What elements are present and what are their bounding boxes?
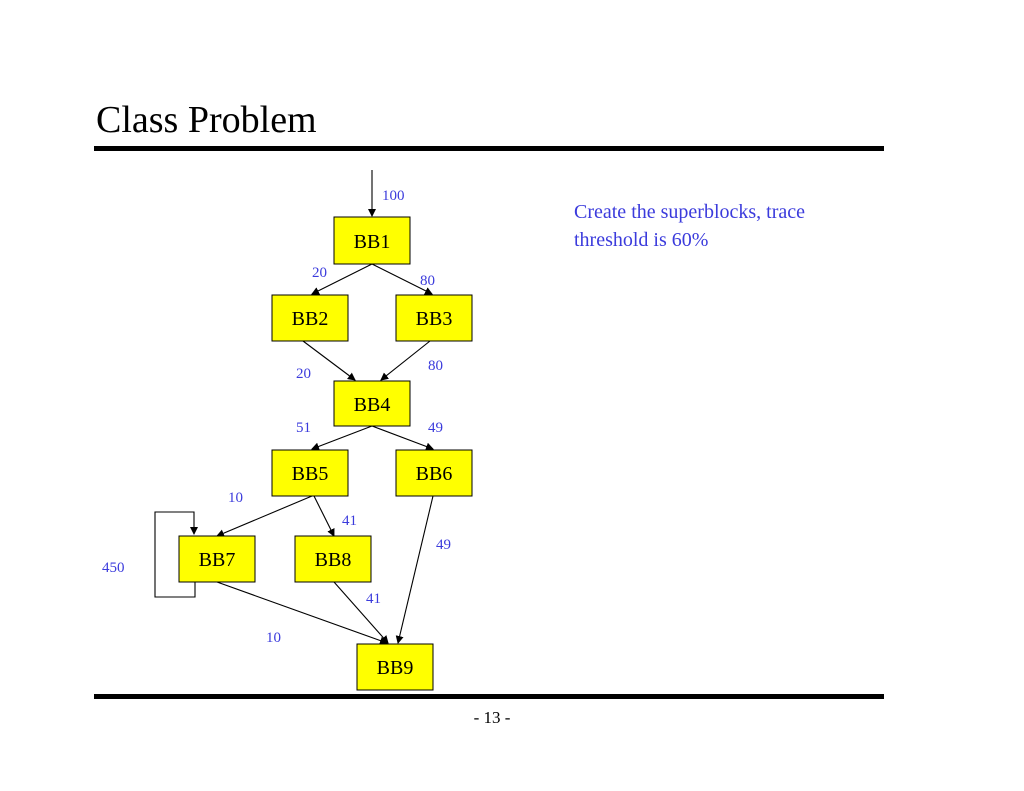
edge-label-entry-bb1: 100 <box>382 188 405 204</box>
edge-label-bb5-bb8: 41 <box>342 513 357 529</box>
edge-bb7-bb9 <box>216 581 388 645</box>
node-bb1: BB1 <box>333 216 411 265</box>
slide-title: Class Problem <box>96 99 317 141</box>
edge-bb3-bb4 <box>380 340 431 381</box>
node-bb1-label: BB1 <box>354 231 391 253</box>
node-bb3: BB3 <box>395 294 473 342</box>
instruction-text: Create the superblocks, trace threshold … <box>574 201 806 251</box>
edge-label-bb6-bb9: 49 <box>436 537 451 553</box>
node-bb5: BB5 <box>271 449 349 497</box>
edge-label-bb2-bb4: 20 <box>296 366 311 382</box>
node-bb7: BB7 <box>178 535 256 583</box>
node-bb8: BB8 <box>294 535 372 583</box>
node-bb2: BB2 <box>271 294 349 342</box>
edge-bb7-self-loop <box>154 511 198 598</box>
edge-bb4-bb6 <box>371 425 434 451</box>
node-bb5-label: BB5 <box>292 463 329 485</box>
node-bb4: BB4 <box>333 380 411 427</box>
node-bb3-label: BB3 <box>416 308 453 330</box>
edge-label-bb1-bb2: 20 <box>312 265 327 281</box>
edge-label-bb7-loop: 450 <box>102 560 125 576</box>
edge-bb1-bb2 <box>311 263 373 295</box>
node-bb2-label: BB2 <box>292 308 329 330</box>
edge-label-bb8-bb9: 41 <box>366 591 381 607</box>
edge-label-bb5-bb7: 10 <box>228 490 243 506</box>
edge-label-bb1-bb3: 80 <box>420 273 435 289</box>
page-number: - 13 - <box>473 708 511 727</box>
edge-label-bb4-bb5: 51 <box>296 420 311 436</box>
node-bb8-label: BB8 <box>315 549 352 571</box>
node-bb6-label: BB6 <box>416 463 453 485</box>
node-bb9: BB9 <box>356 643 434 691</box>
footer-divider <box>94 694 884 699</box>
edge-bb5-bb7 <box>216 495 313 537</box>
node-bb9-label: BB9 <box>377 657 414 679</box>
node-bb4-label: BB4 <box>354 394 391 416</box>
edge-label-bb4-bb6: 49 <box>428 420 443 436</box>
node-bb7-label: BB7 <box>199 549 236 571</box>
edge-bb6-bb9 <box>395 495 434 644</box>
edge-bb2-bb4 <box>302 340 356 381</box>
edge-bb1-bb3 <box>371 263 433 295</box>
node-bb6: BB6 <box>395 449 473 497</box>
edge-label-bb3-bb4: 80 <box>428 358 443 374</box>
edge-bb8-bb9 <box>333 581 389 644</box>
title-divider <box>94 146 884 151</box>
edge-bb4-bb5 <box>311 425 373 451</box>
edge-bb5-bb8 <box>313 495 335 537</box>
edge-label-bb7-bb9: 10 <box>266 630 281 646</box>
